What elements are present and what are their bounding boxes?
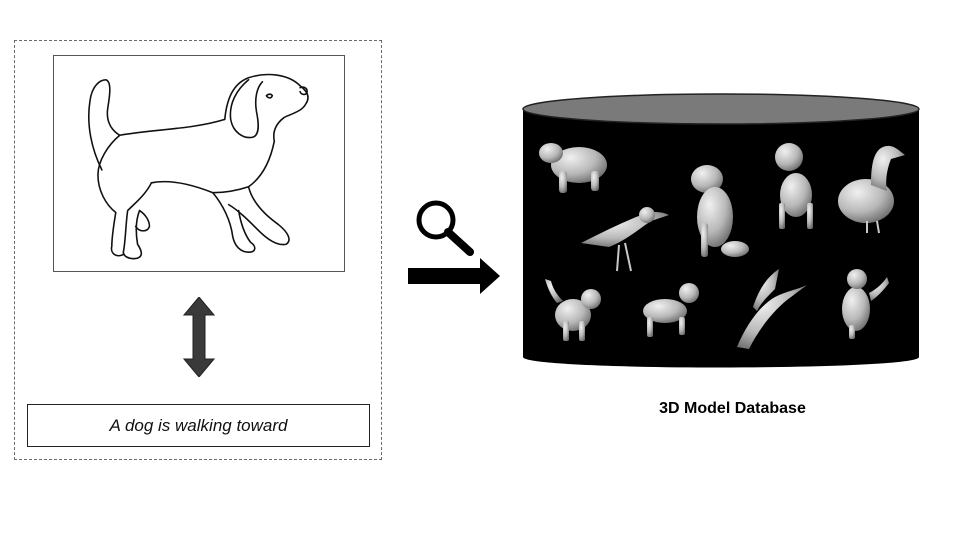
dog-sketch-icon [87,73,309,260]
crane-model [737,269,807,349]
wolf-model [775,143,813,229]
text-query-box: A dog is walking toward [27,404,370,447]
duck-model [838,145,905,234]
crow-model [581,207,669,272]
database-label: 3D Model Database [659,400,806,417]
double-arrow-vertical-icon [182,296,216,378]
dog-standing-model [643,283,699,337]
dog-sitting-model [691,165,749,257]
text-query-caption: A dog is walking toward [109,415,288,435]
search-step [406,196,502,296]
dog-sketch-frame [53,55,345,272]
query-panel: A dog is walking toward [14,40,382,460]
arrow-right-icon [408,258,500,294]
model-database-cylinder [521,93,921,377]
magnifier-icon [416,200,474,256]
bear-cub-model [842,269,889,339]
cat-model [545,279,601,341]
bear-model [539,143,607,193]
